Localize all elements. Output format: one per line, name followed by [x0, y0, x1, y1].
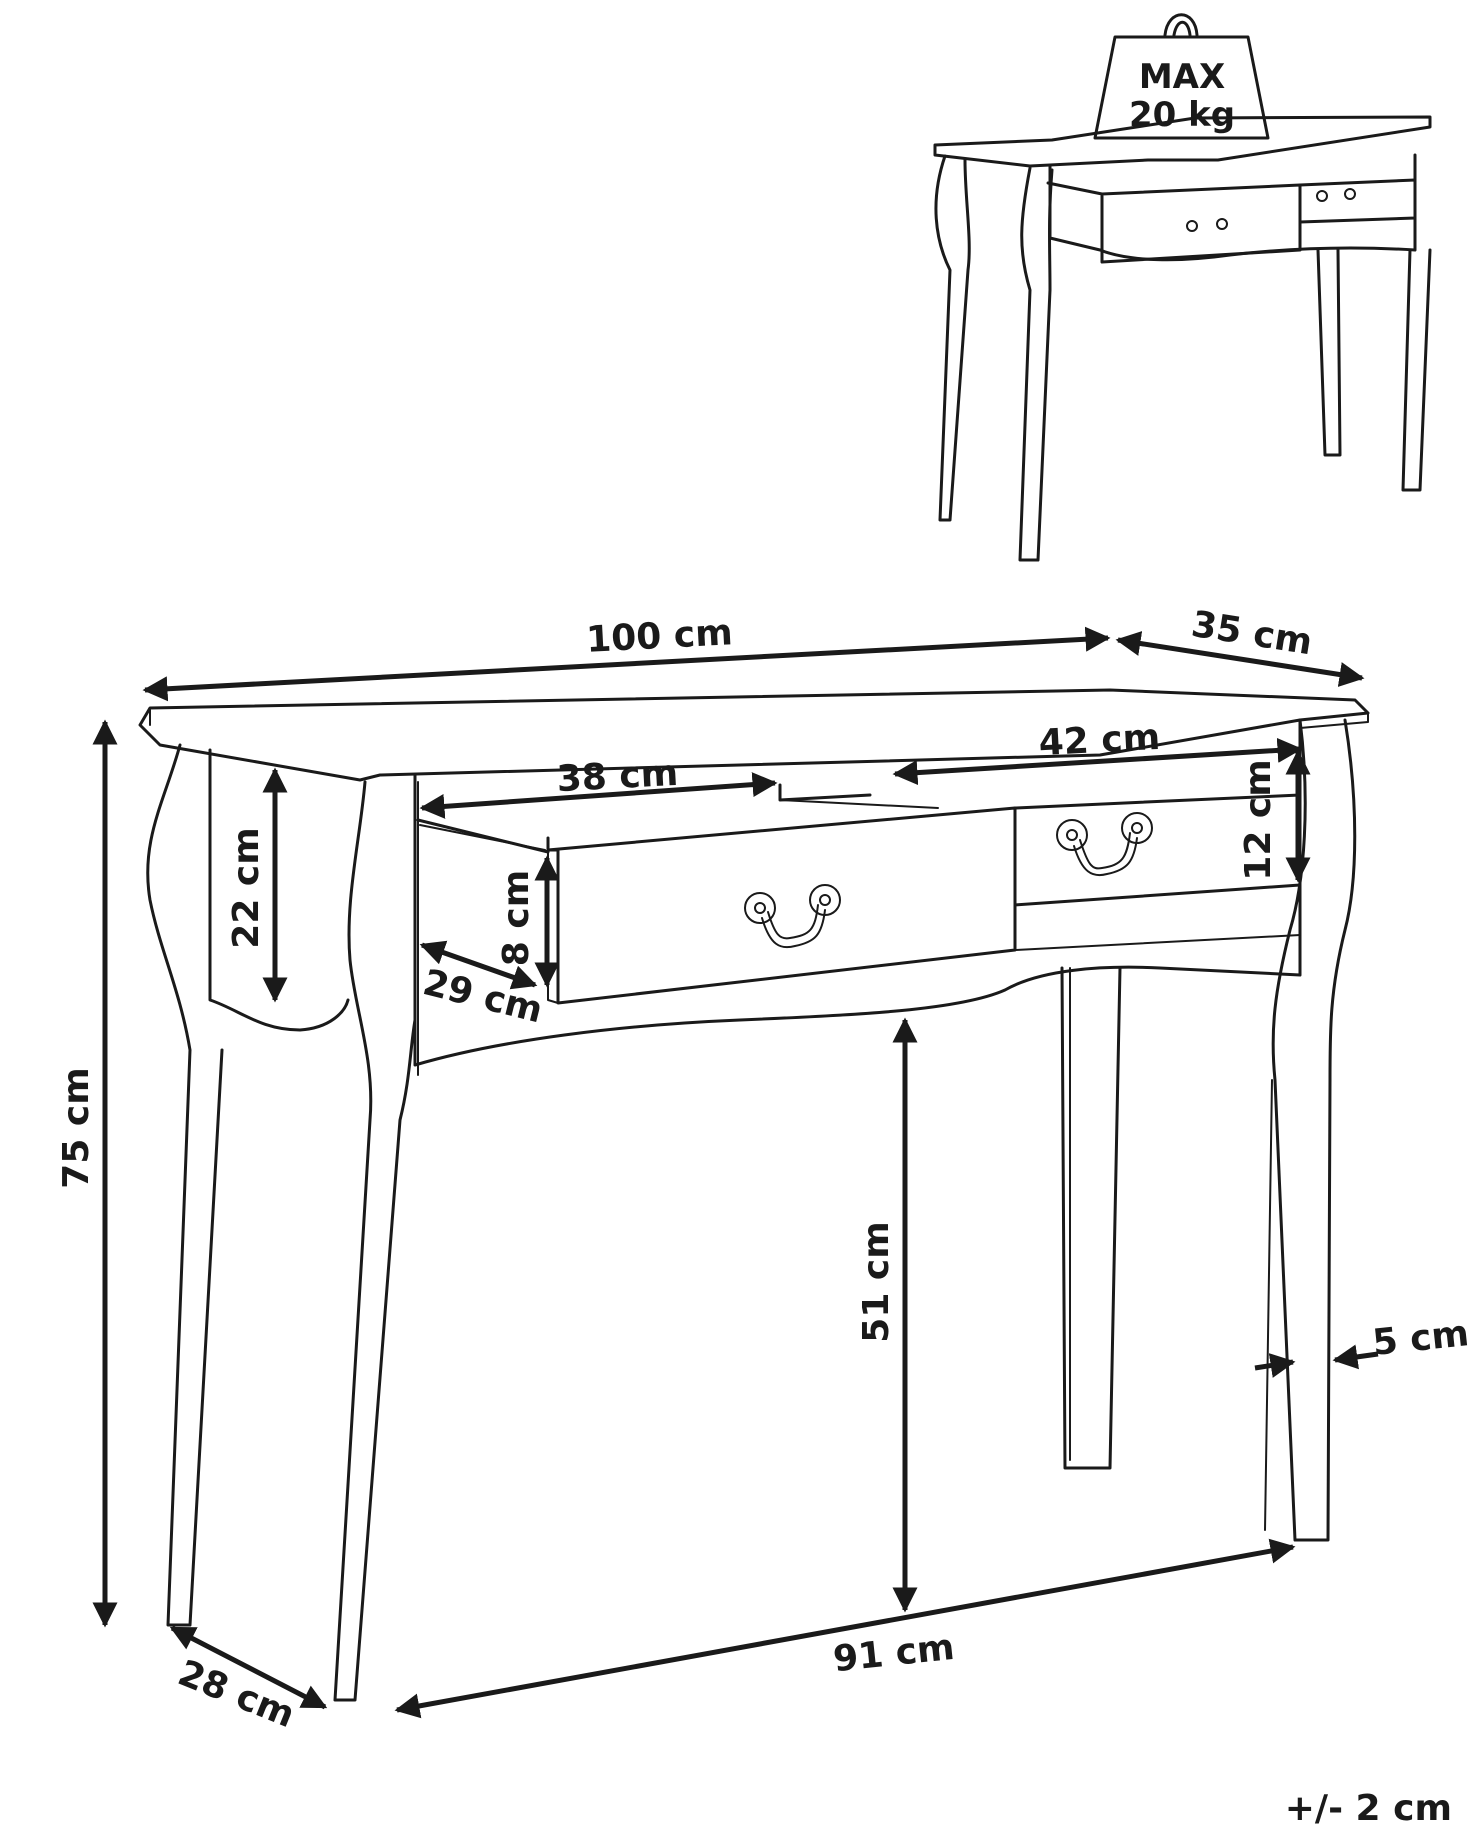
label-drawer-left-width: 38 cm: [556, 753, 679, 800]
apron-left-side: [208, 748, 350, 1032]
small-leg-front-left: [934, 154, 971, 522]
small-drawer-right: [1298, 178, 1417, 224]
label-total-height: 75 cm: [56, 1067, 97, 1188]
weight-bag: [1093, 35, 1270, 140]
dim-depth-top: [1115, 631, 1365, 687]
drawer-divider: [778, 783, 872, 802]
label-drawer-right-width: 42 cm: [1038, 717, 1161, 764]
tabletop: [138, 688, 1370, 782]
tabletop-edge: [149, 709, 1369, 729]
label-drawer-left-height: 8 cm: [496, 870, 537, 966]
main-table-view: [138, 688, 1370, 1702]
label-drawer-right-height: 12 cm: [1238, 759, 1279, 880]
small-handle-right-b: [1344, 188, 1356, 200]
dim-drawer-depth: [419, 940, 538, 990]
small-leg-back-right: [1401, 248, 1432, 492]
small-apron: [1048, 153, 1417, 262]
small-handle-left-a: [1186, 220, 1198, 232]
label-width-top: 100 cm: [585, 612, 733, 661]
dim-drawer-right-width: [892, 737, 1303, 786]
drawer-recess-rails: [419, 799, 939, 851]
bag-handle-inner: [1172, 20, 1192, 37]
dim-base-width: [394, 1538, 1296, 1719]
bag-handle: [1163, 13, 1199, 37]
label-base-width: 91 cm: [831, 1627, 956, 1680]
small-drawer-left: [1046, 181, 1302, 264]
dim-leg-width-right-arrow: [1332, 1344, 1379, 1370]
label-leg-width: 5 cm: [1371, 1313, 1470, 1364]
leg-front-left: [333, 780, 417, 1702]
small-tabletop: [933, 115, 1432, 168]
label-apron-height: 22 cm: [226, 827, 267, 948]
label-base-depth: 28 cm: [172, 1653, 300, 1737]
small-table-view: MAX 20 kg: [933, 13, 1432, 562]
max-label: MAX: [1139, 57, 1225, 97]
dim-width-top: [142, 626, 1111, 702]
drawer-left: [546, 806, 1017, 1005]
label-drawer-depth: 29 cm: [419, 962, 547, 1031]
weight-label: 20 kg: [1129, 95, 1235, 135]
leg-back-right: [1060, 966, 1122, 1470]
small-handle-left-b: [1216, 218, 1228, 230]
drawer-left-handle: [744, 884, 841, 949]
small-leg-back-left: [1316, 248, 1342, 457]
drawer-right-handle: [1056, 812, 1153, 877]
dim-drawer-left-width: [419, 772, 778, 819]
apron-rail-right: [1014, 934, 1301, 951]
dimension-labels: 100 cm 35 cm 42 cm 38 cm 12 cm 22 cm 8 c…: [56, 604, 1470, 1736]
small-leg-front-right: [1018, 166, 1054, 562]
leg-back-left: [146, 743, 224, 1627]
dimension-lines: [92, 626, 1379, 1719]
label-clearance-height: 51 cm: [856, 1221, 897, 1342]
leg-front-right-edge: [1264, 1079, 1273, 1531]
weight-badge: MAX 20 kg: [1093, 13, 1270, 140]
tolerance-note: +/- 2 cm: [1285, 1788, 1452, 1829]
dim-base-depth: [169, 1625, 328, 1710]
leg-front-right: [1271, 718, 1357, 1542]
front-apron: [413, 718, 1302, 1067]
small-handle-right-a: [1316, 190, 1328, 202]
dim-leg-width-left-arrow: [1254, 1353, 1296, 1378]
